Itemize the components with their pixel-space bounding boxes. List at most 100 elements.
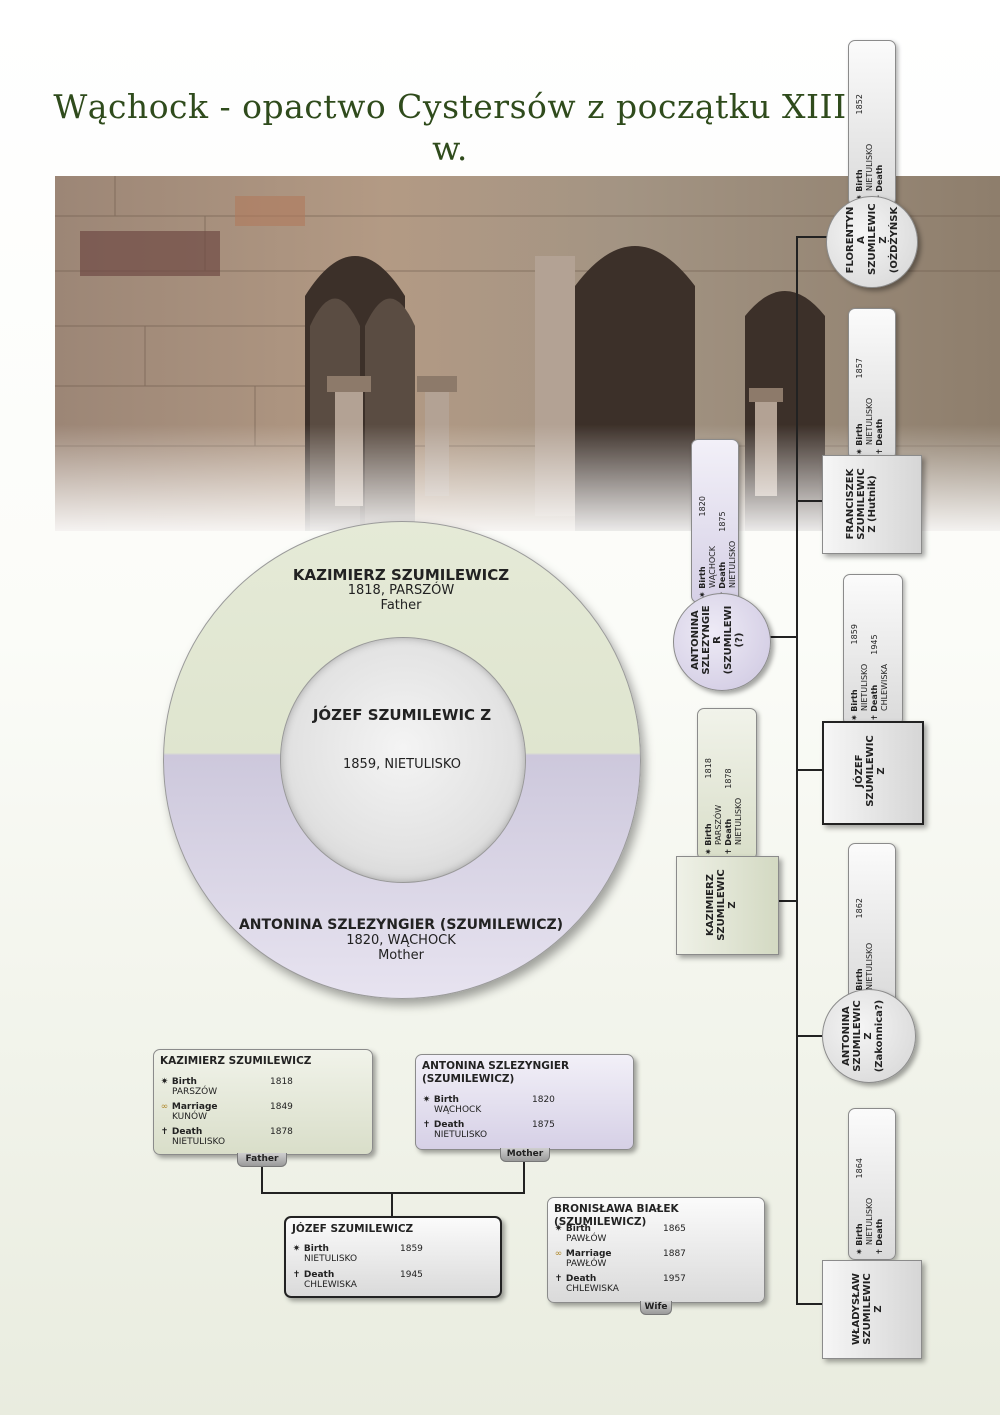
- child1-events: ✷ Birth1852 NIETULISKO ✝ Death: [855, 94, 885, 201]
- tree-father-events-card[interactable]: ✷ Birth1818 PARSZÓW ✝ Death1878 NIETULIS…: [697, 708, 757, 860]
- branch-3: [796, 769, 822, 771]
- birth-icon: ✷: [855, 448, 864, 455]
- ring-father: KAZIMIERZ SZUMILEWICZ 1818, PARSZÓW Fath…: [163, 566, 639, 614]
- mother-tag: Mother: [500, 1148, 550, 1162]
- child4-events-card[interactable]: ✷ Birth1862 NIETULISKO: [848, 843, 896, 1005]
- wife-card-name: BRONISŁAWA BIAŁEK (SZUMILEWICZ): [554, 1203, 679, 1228]
- child1-events-card[interactable]: ✷ Birth1852 NIETULISKO ✝ Death: [848, 40, 896, 206]
- cross-icon: ✝: [870, 714, 879, 721]
- cross-icon: ✝: [422, 1120, 431, 1130]
- birth-icon: ✷: [850, 714, 859, 721]
- self-birth-year: 1859: [400, 1244, 423, 1254]
- ring-mother-name: ANTONINA SZLEZYNGIER (SZUMILEWICZ): [238, 917, 564, 933]
- ring-father-info: 1818, PARSZÓW: [347, 583, 455, 598]
- ring-center-info: 1859, NIETULISKO: [343, 757, 461, 772]
- child3-events: ✷ Birth1859 NIETULISKO ✝ Death1945 CHLEW…: [850, 624, 889, 721]
- branch-1: [796, 236, 844, 238]
- branch-mother: [770, 636, 798, 638]
- tree-father-events: ✷ Birth1818 PARSZÓW ✝ Death1878 NIETULIS…: [704, 758, 743, 855]
- ring-mother-info: 1820, WĄCHOCK: [346, 933, 456, 948]
- self-card-name: JÓZEF SZUMILEWICZ: [292, 1223, 414, 1235]
- mother-card-name: ANTONINA SZLEZYNGIER (SZUMILEWICZ): [422, 1060, 570, 1085]
- child2-events-card[interactable]: ✷ Birth1857 NIETULISKO ✝ Death: [848, 308, 896, 460]
- cross-icon: ✝: [554, 1274, 563, 1284]
- branch-father: [778, 900, 798, 902]
- wife-tag: Wife: [640, 1301, 672, 1315]
- ring-mother: ANTONINA SZLEZYNGIER (SZUMILEWICZ) 1820,…: [163, 917, 639, 964]
- page-title: Wąchock - opactwo Cystersów z początku X…: [53, 87, 847, 168]
- wife-marriage-year: 1887: [663, 1249, 686, 1259]
- child3-events-card[interactable]: ✷ Birth1859 NIETULISKO ✝ Death1945 CHLEW…: [843, 574, 903, 726]
- birth-icon: ✷: [855, 1248, 864, 1255]
- birth-icon: ✷: [292, 1244, 301, 1254]
- child2-events: ✷ Birth1857 NIETULISKO ✝ Death: [855, 358, 884, 455]
- mother-birth-year: 1820: [532, 1095, 555, 1105]
- cross-icon: ✝: [160, 1127, 169, 1137]
- father-tag: Father: [237, 1153, 287, 1167]
- father-card-name: KAZIMIERZ SZUMILEWICZ: [160, 1055, 312, 1067]
- connector-child: [391, 1192, 393, 1216]
- child5-events: ✷ Birth1864 NIETULISKO ✝ Death: [855, 1158, 884, 1255]
- branch-4: [796, 1035, 822, 1037]
- father-birth-year: 1818: [270, 1077, 293, 1087]
- branch-5: [796, 1303, 822, 1305]
- mother-death-year: 1875: [532, 1120, 555, 1130]
- tree-mother-events: ✷ Birth1820 WĄCHOCK ✝ Death1875 NIETULIS…: [698, 496, 737, 598]
- connector-mother: [523, 1160, 525, 1193]
- wife-birth-year: 1865: [663, 1224, 686, 1234]
- ring-center-name: JÓZEF SZUMILEWIC Z: [312, 706, 492, 724]
- birth-icon: ✷: [422, 1095, 431, 1105]
- mother-card[interactable]: ANTONINA SZLEZYNGIER (SZUMILEWICZ) ✷ Bir…: [415, 1054, 634, 1150]
- cross-icon: ✝: [875, 448, 884, 455]
- cross-icon: ✝: [292, 1270, 301, 1280]
- birth-icon: ✷: [704, 848, 713, 855]
- cross-icon: ✝: [724, 848, 733, 855]
- tree-mother-events-card[interactable]: ✷ Birth1820 WĄCHOCK ✝ Death1875 NIETULIS…: [691, 439, 739, 603]
- rings-icon: ∞: [160, 1102, 169, 1112]
- child5-events-card[interactable]: ✷ Birth1864 NIETULISKO ✝ Death: [848, 1108, 896, 1260]
- pedigree-center-disc: [280, 637, 526, 883]
- wife-death-year: 1957: [663, 1274, 686, 1284]
- father-death-year: 1878: [270, 1127, 293, 1137]
- connector-father: [261, 1165, 263, 1193]
- child4-events: ✷ Birth1862 NIETULISKO: [855, 898, 875, 1000]
- father-marriage-year: 1849: [270, 1102, 293, 1112]
- connector-parents: [261, 1192, 525, 1194]
- cross-icon: ✝: [875, 1248, 884, 1255]
- ring-father-name: KAZIMIERZ SZUMILEWICZ: [292, 566, 510, 584]
- ring-mother-role: Mother: [378, 948, 424, 963]
- self-death-year: 1945: [400, 1270, 423, 1280]
- birth-icon: ✷: [160, 1077, 169, 1087]
- birth-icon: ✷: [554, 1224, 563, 1234]
- rings-icon: ∞: [554, 1249, 563, 1259]
- ring-father-role: Father: [380, 598, 422, 613]
- branch-2: [796, 500, 822, 502]
